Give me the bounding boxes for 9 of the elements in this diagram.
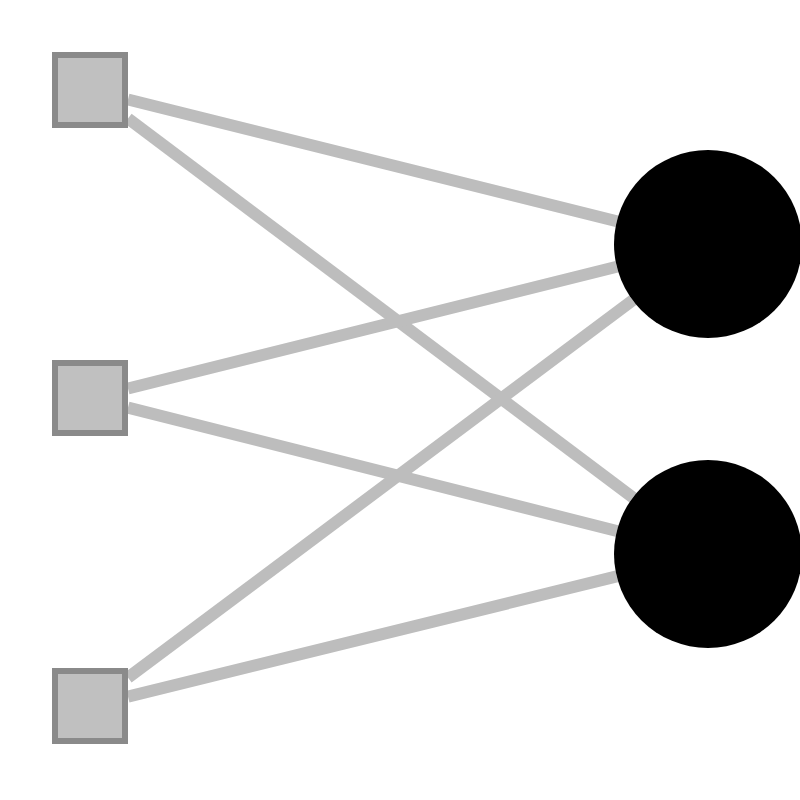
- square-node: [52, 668, 128, 744]
- connector-line: [126, 93, 619, 228]
- connector-line: [126, 570, 619, 703]
- connector-line: [126, 401, 619, 537]
- square-node: [52, 52, 128, 128]
- connector-line: [124, 113, 637, 503]
- square-node: [52, 360, 128, 436]
- connector-line: [124, 295, 637, 683]
- connector-line: [126, 260, 619, 395]
